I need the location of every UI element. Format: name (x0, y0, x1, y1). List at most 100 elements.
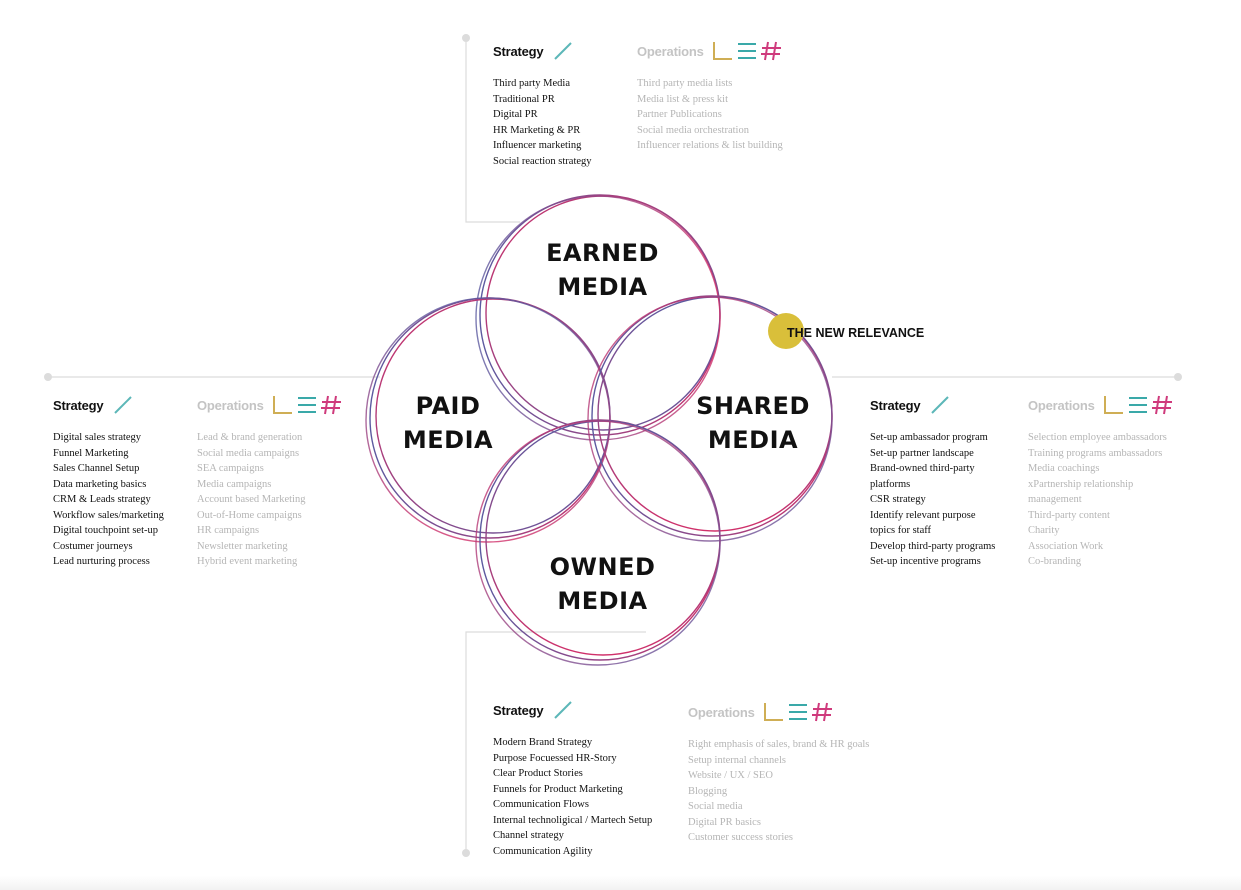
list-item: Develop third-party programs (870, 540, 996, 552)
paid-operations-list: Lead & brand generation Social media cam… (197, 430, 348, 570)
paid-strategy-heading: Strategy (53, 397, 104, 413)
list-item: CSR strategy (870, 494, 926, 505)
relevance-marker (768, 313, 804, 349)
lines-icon (737, 43, 756, 59)
list-item: Media list & press kit (637, 93, 728, 105)
ops-icons (272, 395, 341, 415)
list-item: Lead & brand generation (197, 432, 303, 443)
list-item: Association Work (1028, 540, 1104, 552)
corner-icon (712, 42, 732, 60)
paid-strategy-list: Digital sales strategy Funnel Marketing … (53, 430, 164, 570)
connector-dot-paid (44, 373, 52, 381)
owned-operations-heading: Operations (688, 704, 755, 720)
owned-strategy-list: Modern Brand Strategy Purpose Focuessed … (493, 735, 652, 859)
owned-strategy-column: Strategy Modern Brand Strategy Purpose F… (493, 699, 652, 859)
lines-icon (1128, 397, 1147, 413)
earned-strategy-list: Third party Media Traditional PR Digital… (493, 76, 592, 169)
list-item: Workflow sales/marketing (53, 509, 164, 521)
hashtag-icon (760, 41, 781, 61)
new-relevance-label: THE NEW RELEVANCE (787, 326, 925, 340)
list-item: Third-party content (1028, 509, 1110, 521)
list-item: Co-branding (1028, 556, 1082, 567)
list-item: Partner Publications (637, 109, 722, 120)
corner-icon (763, 703, 783, 721)
list-item: Identify relevant purpose (870, 509, 976, 521)
list-item: Influencer relations & list building (637, 140, 783, 151)
ring-shared (587, 295, 833, 542)
connector-dot-shared (1174, 373, 1182, 381)
list-item: Social media orchestration (637, 124, 749, 136)
list-item: Lead nurturing process (53, 556, 150, 567)
pen-stroke-icon (114, 396, 133, 414)
ops-icons (1103, 395, 1172, 415)
list-item: Third party media lists (637, 78, 733, 89)
earned-strategy-heading: Strategy (493, 43, 544, 59)
list-item: Training programs ambassadors (1028, 447, 1163, 459)
earned-operations-heading: Operations (637, 43, 704, 59)
list-item: Social media campaigns (197, 447, 300, 459)
list-item: Funnel Marketing (53, 447, 129, 459)
list-item: Brand-owned third-party (870, 463, 975, 474)
list-item: Digital PR (493, 109, 538, 120)
list-item: Set-up ambassador program (870, 432, 988, 443)
list-item: Digital PR basics (688, 816, 761, 828)
list-item: Newsletter marketing (197, 540, 288, 552)
ring-owned (475, 419, 721, 666)
hashtag-icon (1151, 395, 1172, 415)
list-item: Channel strategy (493, 830, 564, 841)
paid-media-title: PAID MEDIA (402, 392, 494, 454)
connector-dot-owned (462, 849, 470, 857)
list-item: Account based Marketing (197, 494, 306, 505)
list-item: Setup internal channels (688, 754, 786, 766)
list-item: Purpose Focuessed HR-Story (493, 752, 617, 764)
list-item: Modern Brand Strategy (493, 737, 593, 748)
earned-media-title: EARNED MEDIA (546, 239, 659, 301)
list-item: Digital touchpoint set-up (53, 525, 158, 536)
list-item: Clear Product Stories (493, 768, 583, 779)
shared-strategy-column: Strategy Set-up ambassador program Set-u… (870, 394, 995, 570)
list-item: Communication Flows (493, 799, 589, 810)
list-item: Influencer marketing (493, 140, 582, 151)
list-item: platforms (870, 478, 911, 490)
connector-dot-earned (462, 34, 470, 42)
paid-operations-heading: Operations (197, 397, 264, 413)
list-item: Website / UX / SEO (688, 770, 773, 781)
list-item: Internal technoligical / Martech Setup (493, 814, 653, 826)
list-item: topics for staff (870, 525, 932, 536)
list-item: Customer success stories (688, 832, 793, 843)
list-item: HR campaigns (197, 525, 260, 536)
ops-icons (763, 702, 832, 722)
shared-media-title: SHARED MEDIA (696, 392, 810, 454)
earned-strategy-column: Strategy Third party Media Traditional P… (493, 40, 592, 169)
list-item: Communication Agility (493, 845, 593, 857)
corner-icon (1103, 396, 1123, 414)
earned-operations-column: Operations Third party media lists Media… (637, 40, 788, 154)
shared-operations-list: Selection employee ambassadors Training … (1028, 430, 1179, 570)
connector-owned (465, 631, 646, 853)
list-item: Data marketing basics (53, 478, 147, 490)
list-item: Set-up incentive programs (870, 556, 981, 567)
list-item: Set-up partner landscape (870, 447, 974, 459)
shared-strategy-list: Set-up ambassador program Set-up partner… (870, 430, 995, 570)
list-item: SEA campaigns (197, 463, 264, 474)
list-item: Traditional PR (493, 93, 555, 105)
list-item: Hybrid event marketing (197, 556, 298, 567)
list-item: CRM & Leads strategy (53, 494, 151, 505)
list-item: management (1028, 494, 1082, 505)
list-item: Third party Media (493, 78, 570, 89)
list-item: Media coachings (1028, 463, 1100, 474)
shared-operations-heading: Operations (1028, 397, 1095, 413)
owned-operations-column: Operations Right emphasis of sales, bran… (688, 701, 869, 846)
list-item: xPartnership relationship (1028, 478, 1134, 490)
paid-operations-column: Operations Lead & brand generation Socia… (197, 394, 348, 570)
list-item: Costumer journeys (53, 540, 133, 552)
pen-stroke-icon (931, 396, 950, 414)
shared-strategy-heading: Strategy (870, 397, 921, 413)
list-item: Social media (688, 801, 743, 812)
list-item: Out-of-Home campaigns (197, 509, 302, 521)
owned-operations-list: Right emphasis of sales, brand & HR goal… (688, 737, 869, 846)
earned-operations-list: Third party media lists Media list & pre… (637, 76, 788, 154)
hashtag-icon (811, 702, 832, 722)
list-item: Charity (1028, 525, 1060, 536)
